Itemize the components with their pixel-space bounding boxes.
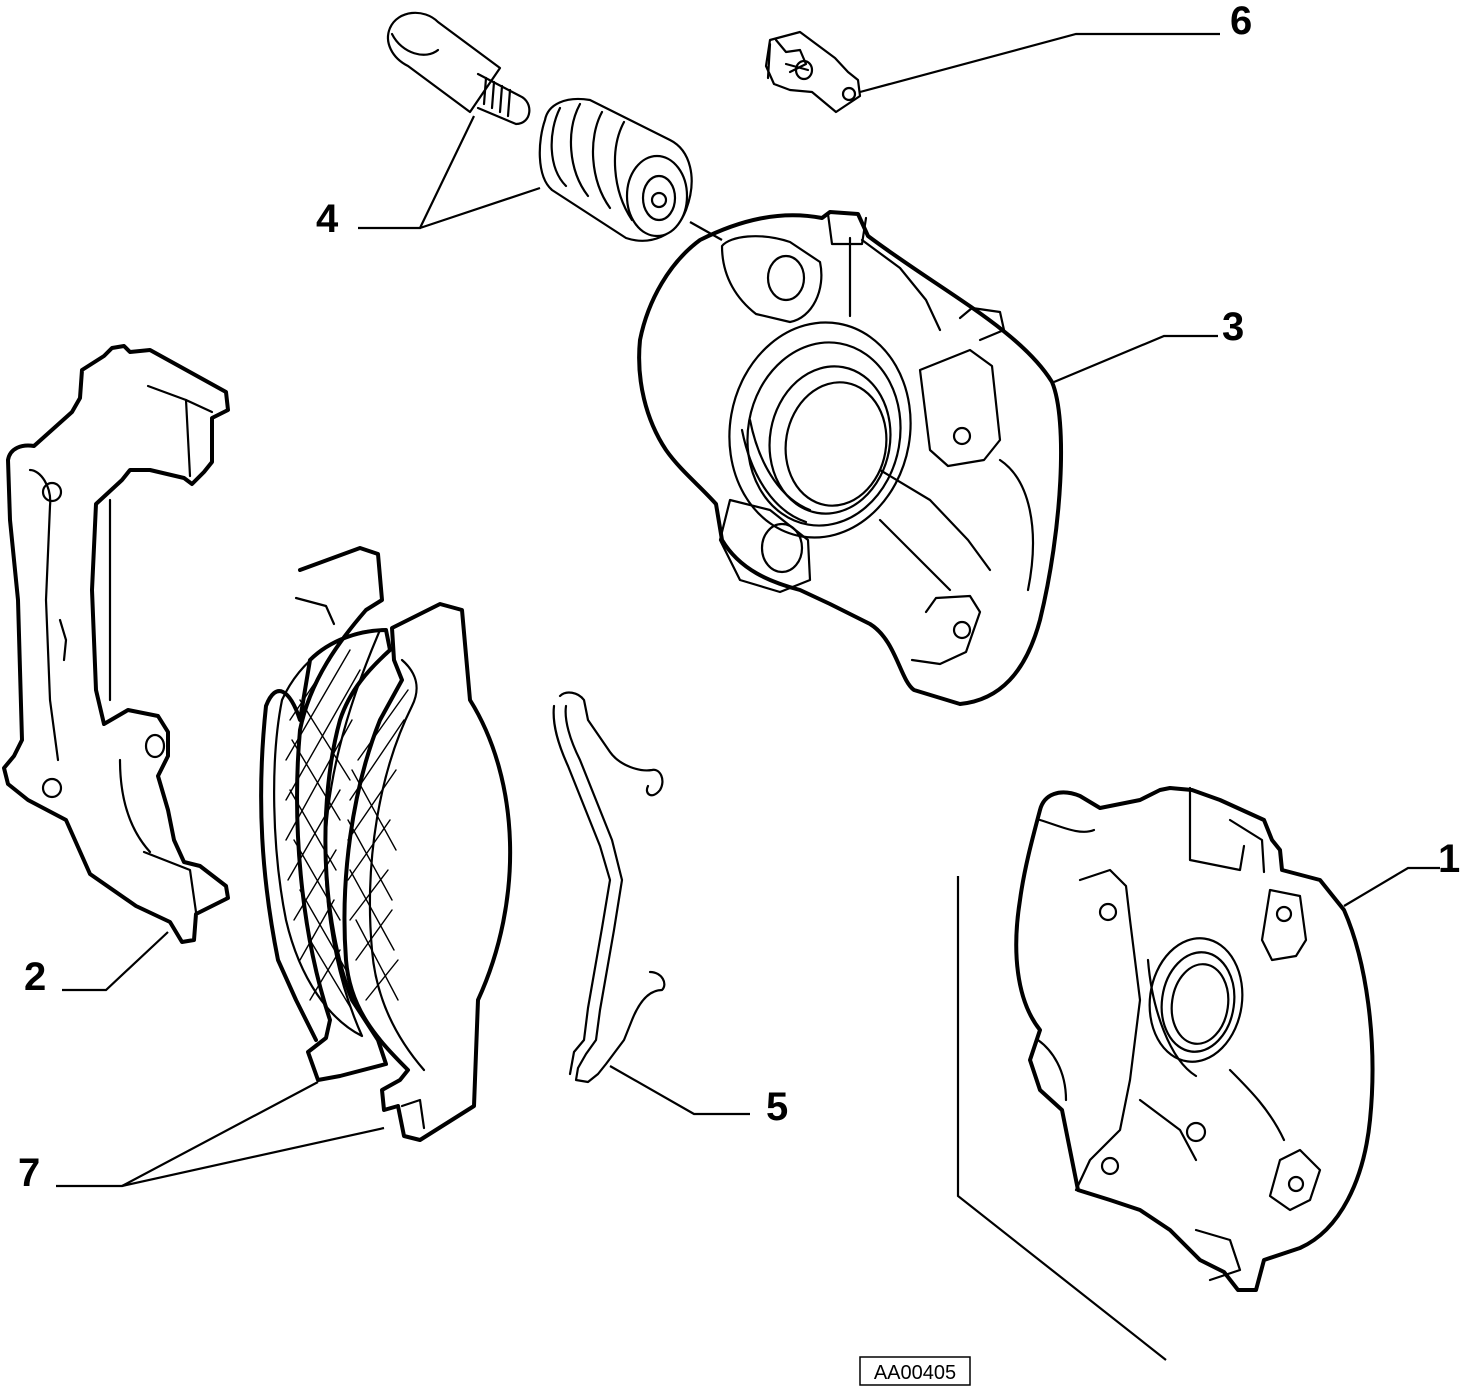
leader-line-7a [56, 1081, 319, 1188]
part-2-caliper-carrier [2, 344, 230, 944]
assembly-bracket-line [956, 876, 1167, 1361]
part-3-caliper-housing [637, 210, 1064, 706]
callout-1: 1 [1438, 837, 1460, 881]
part-7-brake-pads [259, 546, 513, 1142]
leader-line-4b [419, 186, 541, 230]
part-4-guide-pin-and-boot [386, 11, 693, 242]
callout-2: 2 [24, 955, 46, 999]
leader-line-7b [121, 1126, 385, 1188]
reference-code-box: AA00405 [859, 1356, 971, 1386]
callout-5: 5 [766, 1085, 788, 1129]
callout-3: 3 [1222, 305, 1244, 349]
callout-7: 7 [18, 1151, 40, 1195]
leader-line-3 [1053, 334, 1218, 384]
leader-line-6 [859, 32, 1220, 94]
leader-line-4a [358, 115, 475, 230]
part-6-bleed-bracket [764, 30, 862, 114]
callout-4: 4 [316, 197, 339, 241]
leader-line-5 [609, 1065, 750, 1116]
leader-line-2 [62, 931, 169, 992]
reference-code: AA00405 [874, 1362, 956, 1384]
callout-6: 6 [1230, 0, 1252, 43]
part-5-anti-rattle-spring [552, 691, 666, 1084]
leader-line-3-dash [689, 221, 723, 241]
part-1-caliper-assembly [1014, 786, 1375, 1292]
leader-line-1 [1343, 866, 1440, 907]
